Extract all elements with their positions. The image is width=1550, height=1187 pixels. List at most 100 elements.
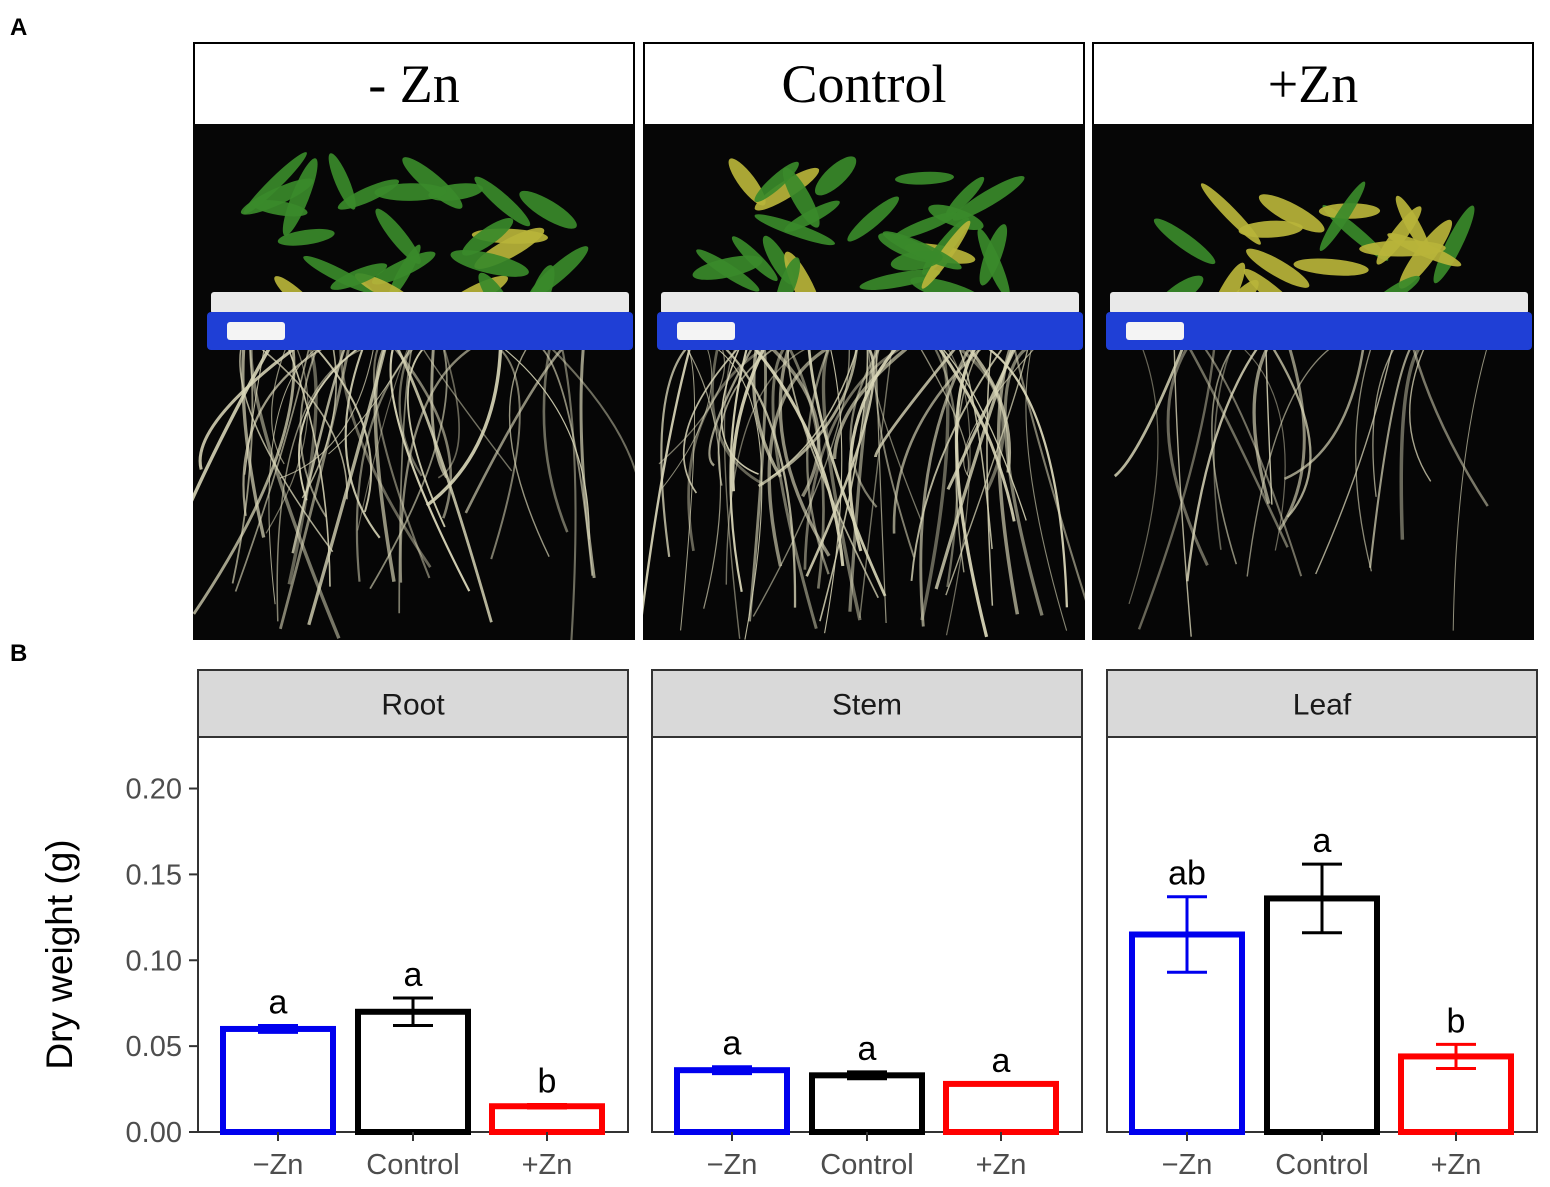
root-strand xyxy=(373,348,396,582)
root-strand xyxy=(920,348,950,621)
leaf xyxy=(893,212,957,240)
root-strand xyxy=(399,348,471,583)
root-strand xyxy=(720,348,759,475)
root-strand xyxy=(279,348,374,479)
leaf xyxy=(330,263,388,290)
root-strand xyxy=(1211,348,1238,565)
root-strand xyxy=(954,348,989,638)
leaf xyxy=(402,157,463,209)
root-strand xyxy=(234,348,310,592)
leaf xyxy=(1153,218,1216,265)
root-strand xyxy=(579,348,596,579)
significance-letter: b xyxy=(1447,1002,1466,1040)
root-strand xyxy=(778,348,831,557)
leaf xyxy=(277,228,335,246)
leaf xyxy=(240,178,314,215)
root-strand xyxy=(757,348,858,488)
leaf xyxy=(1293,258,1369,276)
root-strand xyxy=(711,348,765,486)
roots xyxy=(1113,348,1489,637)
photo-header-plus-zn: +Zn xyxy=(1092,42,1534,126)
roots xyxy=(643,347,1085,640)
leaf xyxy=(1246,248,1310,288)
root-strand xyxy=(824,348,843,634)
root-strand xyxy=(242,348,322,517)
root-strand xyxy=(752,348,782,478)
tray-body xyxy=(1106,312,1532,350)
root-strand xyxy=(1003,347,1044,616)
x-tick-label: −Zn xyxy=(1162,1149,1213,1181)
tray-label-sticker xyxy=(227,322,285,340)
plant-illustration xyxy=(193,152,635,640)
leaf xyxy=(371,251,436,285)
root-strand xyxy=(874,348,956,458)
root-strand xyxy=(261,348,348,500)
leaf xyxy=(1258,194,1325,233)
root-strand xyxy=(832,347,908,460)
facet-strip-label: Leaf xyxy=(1293,689,1352,722)
leaves xyxy=(1153,181,1475,337)
significance-letter: a xyxy=(992,1042,1011,1080)
facet-panel xyxy=(197,736,629,1133)
root-strand xyxy=(425,348,503,507)
root-strand xyxy=(504,348,590,540)
x-tick-label: Control xyxy=(1275,1149,1369,1181)
root-strand xyxy=(193,348,296,615)
facet-strip xyxy=(1106,669,1538,738)
root-strand xyxy=(934,348,959,588)
significance-letter: a xyxy=(404,956,423,994)
root-strand xyxy=(193,348,271,502)
root-strand xyxy=(355,348,414,582)
root-strand xyxy=(344,348,381,539)
root-strand xyxy=(754,348,845,567)
leaf xyxy=(1200,183,1261,245)
y-tick-label: 0.15 xyxy=(126,859,182,891)
root-strand xyxy=(1272,348,1312,518)
plant-photo-control xyxy=(643,124,1085,640)
root-strand xyxy=(986,348,994,606)
root-strand xyxy=(406,348,446,528)
root-strand xyxy=(198,347,295,470)
bar xyxy=(489,1103,605,1136)
tray-label-sticker xyxy=(1126,322,1184,340)
leaf xyxy=(696,249,760,292)
tray-rim xyxy=(661,292,1079,314)
root-strand xyxy=(389,348,471,592)
root-strand xyxy=(339,348,432,568)
root-strand xyxy=(963,348,1035,478)
root-strand xyxy=(660,348,687,558)
root-strand xyxy=(542,348,569,533)
root-strand xyxy=(996,348,1020,615)
root-strand xyxy=(803,347,901,570)
tray-rim xyxy=(1110,292,1528,314)
leaf xyxy=(1387,233,1462,267)
root-strand xyxy=(1409,348,1432,482)
root-strand xyxy=(1246,348,1330,577)
tray-label-sticker xyxy=(677,322,735,340)
panel-b-letter: B xyxy=(10,640,28,667)
plant-illustration xyxy=(1106,181,1532,637)
root-strand xyxy=(396,348,493,623)
root-strand xyxy=(686,348,722,609)
root-strand xyxy=(464,348,563,514)
significance-letter: ab xyxy=(1168,855,1206,893)
root-strand xyxy=(372,348,431,579)
leaf xyxy=(474,176,531,227)
root-strand xyxy=(1128,348,1159,605)
root-strand xyxy=(958,348,993,550)
root-strand xyxy=(328,348,411,455)
root-strand xyxy=(291,348,346,554)
root-strand xyxy=(752,348,851,617)
plant-photo-plus-zn xyxy=(1092,124,1534,640)
leaf xyxy=(882,231,962,270)
root-strand xyxy=(682,348,738,494)
root-strand xyxy=(357,348,409,531)
facet-strip-label: Stem xyxy=(832,689,902,722)
photo-header-minus-zn: - Zn xyxy=(193,42,635,126)
root-strand xyxy=(771,347,821,498)
significance-letter: a xyxy=(1313,822,1332,860)
root-strand xyxy=(307,348,387,626)
leaf xyxy=(462,217,514,256)
leaf xyxy=(895,171,954,185)
root-strand xyxy=(1315,348,1393,575)
